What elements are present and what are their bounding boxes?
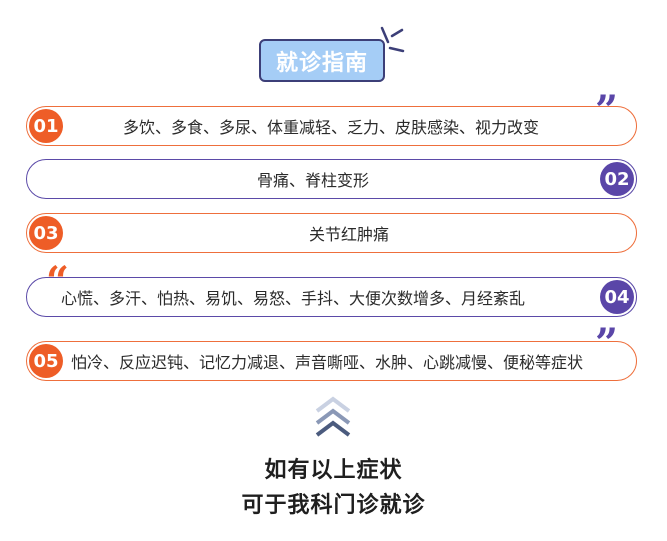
list-item: 05 怕冷、反应迟钝、记忆力减退、声音嘶哑、水肿、心跳减慢、便秘等症状 bbox=[26, 341, 637, 381]
title-area: 就诊指南 bbox=[259, 39, 387, 84]
list-item: 03 关节红肿痛 bbox=[26, 213, 637, 253]
closing-line-1: 如有以上症状 bbox=[264, 458, 403, 483]
chevron-up-icon bbox=[315, 396, 351, 437]
list-item: 骨痛、脊柱变形 02 bbox=[26, 159, 637, 199]
item-text: 怕冷、反应迟钝、记忆力减退、声音嘶哑、水肿、心跳减慢、便秘等症状 bbox=[71, 353, 584, 372]
item-text: 关节红肿痛 bbox=[309, 225, 390, 244]
item-number-badge: 01 bbox=[29, 109, 63, 143]
item-text: 多饮、多食、多尿、体重减轻、乏力、皮肤感染、视力改变 bbox=[123, 118, 540, 137]
closing-line-2: 可于我科门诊就诊 bbox=[241, 493, 426, 518]
burst-icon bbox=[380, 26, 405, 53]
item-number-badge: 03 bbox=[29, 216, 63, 250]
close-quote-icon: ” bbox=[595, 324, 619, 348]
item-text: 骨痛、脊柱变形 bbox=[257, 171, 370, 190]
item-number-badge: 04 bbox=[600, 280, 634, 314]
list-item: 心慌、多汗、怕热、易饥、易怒、手抖、大便次数增多、月经紊乱 04 bbox=[26, 277, 637, 317]
item-text: 心慌、多汗、怕热、易饥、易怒、手抖、大便次数增多、月经紊乱 bbox=[61, 289, 526, 308]
list-item: 01 多饮、多食、多尿、体重减轻、乏力、皮肤感染、视力改变 bbox=[26, 106, 637, 146]
item-number-badge: 05 bbox=[29, 344, 63, 378]
item-number-badge: 02 bbox=[600, 162, 634, 196]
page-title: 就诊指南 bbox=[259, 39, 385, 82]
open-quote-icon: “ bbox=[46, 262, 70, 286]
